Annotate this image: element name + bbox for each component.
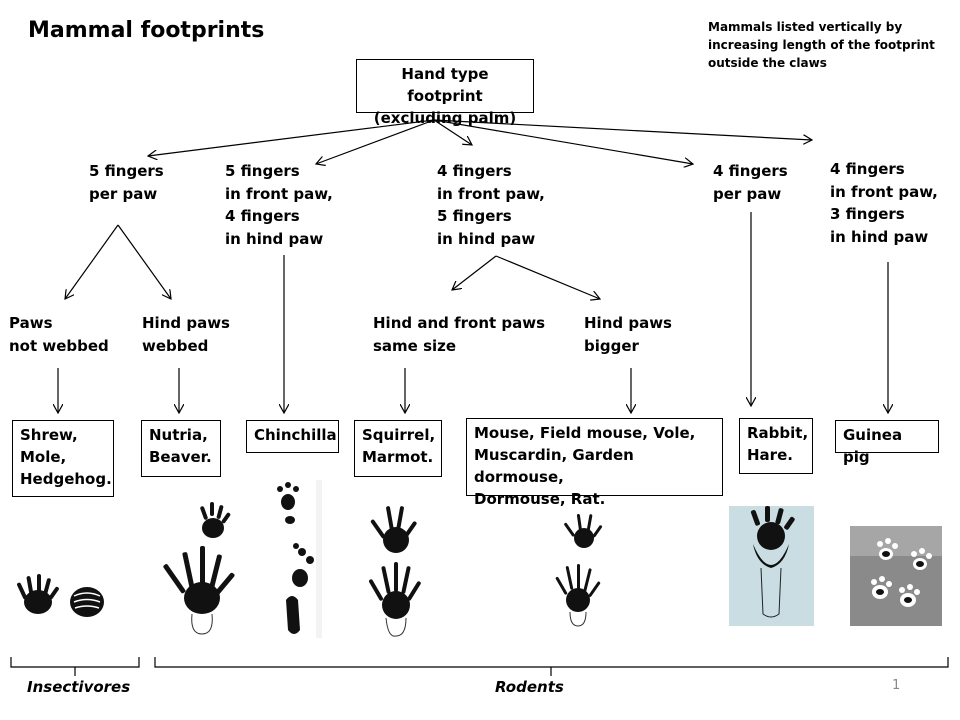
arrow-root-to-4front-5hind xyxy=(433,119,472,145)
arrow-to-not-webbed xyxy=(65,224,119,299)
page-title: Mammal footprints xyxy=(28,18,265,43)
page-number: 1 xyxy=(892,678,901,693)
box-guinea-pig: Guinea pig xyxy=(835,420,939,466)
box-squirrel-marmot: Squirrel, Marmot. xyxy=(354,420,442,477)
arrow-root-to-4-fingers xyxy=(433,119,693,164)
nutria-footprints-image xyxy=(163,502,235,635)
box-nutria-beaver: Nutria, Beaver. xyxy=(141,420,221,477)
insectivores-bracket xyxy=(10,657,140,676)
squirrel-footprints-image xyxy=(369,506,421,637)
arrow-root-to-4front-3hind xyxy=(433,119,812,140)
arrow-to-webbed xyxy=(117,224,171,299)
insectivore-footprints-image xyxy=(17,574,104,617)
mouse-footprints-image xyxy=(555,514,603,627)
group-label-rodents: Rodents xyxy=(495,678,564,696)
group-label-insectivores: Insectivores xyxy=(27,678,131,696)
chinchilla-footprints-image xyxy=(277,480,322,638)
label-5-fingers: 5 fingers per paw xyxy=(89,162,164,203)
box-chinchilla: Chinchilla xyxy=(246,420,339,453)
root-node: Hand type footprint (excluding palm) xyxy=(356,59,534,127)
ordering-note: Mammals listed vertically by increasing … xyxy=(708,20,935,70)
label-hind-bigger: Hind paws bigger xyxy=(584,314,672,355)
label-4front-3hind: 4 fingers in front paw, 3 fingers in hin… xyxy=(830,160,938,246)
label-not-webbed: Paws not webbed xyxy=(9,314,109,355)
guinea-pig-footprints-image xyxy=(850,526,942,626)
arrow-to-hind-bigger xyxy=(495,255,600,299)
box-rabbit-hare: Rabbit, Hare. xyxy=(739,418,813,474)
arrow-root-to-5front-4hind xyxy=(316,119,435,164)
box-shrew-mole-hedgehog: Shrew, Mole, Hedgehog. xyxy=(12,420,114,497)
label-same-size: Hind and front paws same size xyxy=(373,314,546,355)
rabbit-footprints-image xyxy=(729,506,814,626)
rodents-bracket xyxy=(154,657,949,676)
label-5front-4hind: 5 fingers in front paw, 4 fingers in hin… xyxy=(225,162,333,248)
label-4front-5hind: 4 fingers in front paw, 5 fingers in hin… xyxy=(437,162,545,248)
box-mouse-rat: Mouse, Field mouse, Vole, Muscardin, Gar… xyxy=(466,418,723,508)
arrow-to-same-size xyxy=(452,255,497,290)
label-4-fingers: 4 fingers per paw xyxy=(713,162,788,203)
arrow-root-to-5-fingers xyxy=(148,119,435,156)
label-webbed: Hind paws webbed xyxy=(142,314,230,355)
